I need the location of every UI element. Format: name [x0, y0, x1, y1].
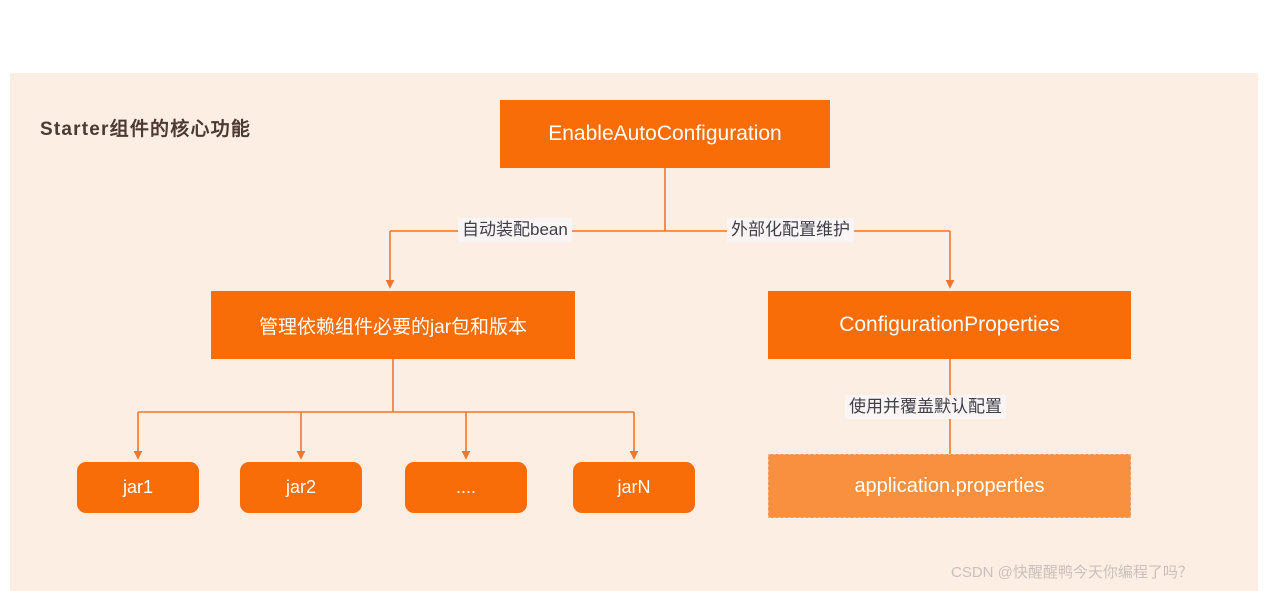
edge-label-external-config: 外部化配置维护: [727, 218, 854, 242]
edge-label-override-default: 使用并覆盖默认配置: [845, 395, 1006, 419]
node-enable-auto-configuration[interactable]: EnableAutoConfiguration: [500, 100, 830, 168]
node-jarn[interactable]: jarN: [573, 462, 695, 513]
edge-label-auto-wire-bean: 自动装配bean: [458, 218, 572, 242]
node-jar2[interactable]: jar2: [240, 462, 362, 513]
csdn-watermark: CSDN @快醒醒鸭今天你编程了吗？: [951, 564, 1193, 581]
page-title: Starter组件的核心功能: [40, 119, 252, 140]
node-manage-dependencies[interactable]: 管理依赖组件必要的jar包和版本: [211, 291, 575, 359]
diagram-canvas: Starter组件的核心功能 EnableAutoConfiguration 管…: [10, 73, 1258, 591]
node-application-properties[interactable]: application.properties: [768, 454, 1131, 518]
node-jar-ellipsis[interactable]: ....: [405, 462, 527, 513]
node-configuration-properties[interactable]: ConfigurationProperties: [768, 291, 1131, 359]
node-jar1[interactable]: jar1: [77, 462, 199, 513]
